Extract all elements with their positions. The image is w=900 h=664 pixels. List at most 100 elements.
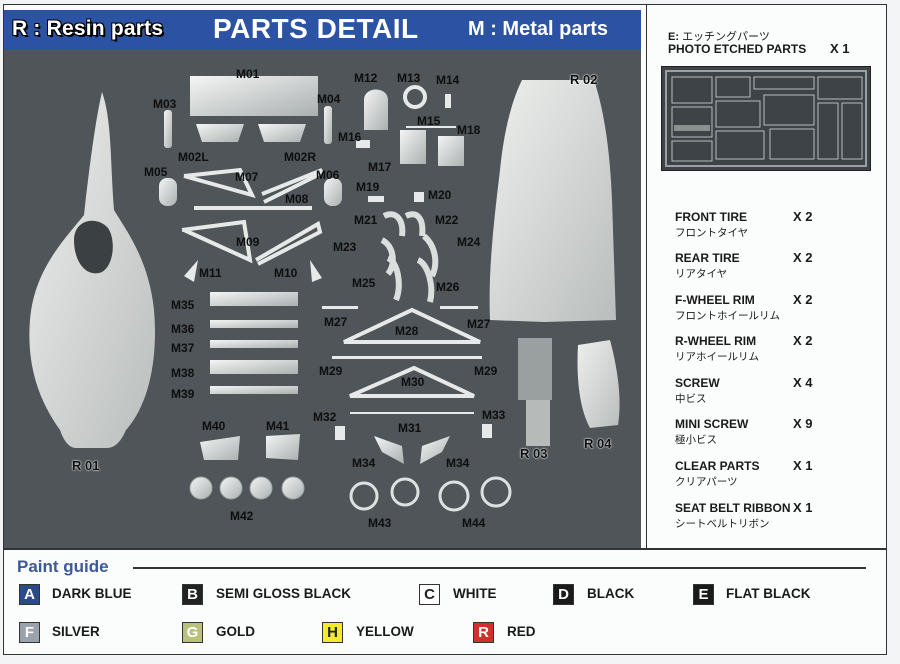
item-clear-parts-jp: クリアパーツ: [675, 476, 738, 488]
parts-photo: M01 M12 M13 M14 R 02 M03 M04 M15 M18 M16…: [4, 50, 641, 548]
metal-parts-legend: M : Metal parts: [468, 18, 609, 40]
item-screw-jp: 中ビス: [675, 393, 707, 405]
label-m28: M28: [395, 324, 419, 338]
item-mini-screw-qty: X 9: [793, 416, 813, 431]
paint-swatch-d: D: [553, 584, 574, 605]
m12-part-shape: [364, 89, 388, 130]
m37-part-shape: [210, 340, 298, 348]
m07-part-shape: [183, 167, 324, 204]
m11-part-shape: [184, 260, 198, 282]
m21-m26-uprights-shape: [380, 211, 439, 303]
label-m18: M18: [457, 123, 481, 137]
paint-guide-title: Paint guide: [17, 557, 109, 576]
label-m43: M43: [368, 516, 392, 530]
label-r01: R 01: [72, 458, 100, 473]
item-seat-belt-name: SEAT BELT RIBBON: [675, 501, 791, 515]
item-clear-parts-qty: X 1: [793, 458, 813, 473]
label-m21: M21: [354, 213, 378, 227]
label-m06: M06: [316, 168, 340, 182]
paint-swatch-b: B: [182, 584, 203, 605]
label-m12: M12: [354, 71, 378, 85]
item-f-wheel-rim-name: F-WHEEL RIM: [675, 293, 755, 307]
parts-illustration: [29, 76, 620, 512]
m39-part-shape: [210, 386, 298, 394]
item-front-tire-jp: フロントタイヤ: [675, 227, 749, 239]
label-m05: M05: [144, 165, 168, 179]
paint-name-red: RED: [507, 624, 536, 639]
label-m19: M19: [356, 180, 380, 194]
m03-part-shape: [164, 110, 172, 148]
resin-parts-legend: R : Resin parts: [12, 17, 164, 40]
paint-swatch-a: A: [19, 584, 40, 605]
m13-part-shape: [403, 85, 427, 109]
m18-part-shape: [438, 136, 464, 166]
r01-cockpit-shape: [74, 220, 113, 274]
m36-part-shape: [210, 320, 298, 328]
item-clear-parts-name: CLEAR PARTS: [675, 459, 760, 473]
paint-name-silver: SILVER: [52, 624, 100, 639]
label-m17: M17: [368, 160, 392, 174]
label-m22: M22: [435, 213, 459, 227]
photo-etched-title: PHOTO ETCHED PARTS: [668, 42, 807, 56]
item-rear-tire-jp: リアタイヤ: [675, 268, 728, 280]
paint-swatch-r: R: [473, 622, 494, 643]
m08-part-shape: [194, 206, 312, 210]
paint-swatch-h: H: [322, 622, 343, 643]
item-mini-screw-jp: 極小ビス: [675, 434, 717, 446]
m41-part-shape: [266, 434, 300, 460]
parts-list-panel: [646, 4, 886, 548]
m17-part-shape: [400, 130, 426, 164]
m27-left-shape: [322, 306, 358, 309]
m14-part-shape: [445, 94, 451, 108]
m31-part-shape: [350, 412, 474, 414]
r04-seat-shape: [577, 340, 620, 428]
photo-etched-code: E:: [668, 31, 679, 43]
paint-name-white: WHITE: [453, 586, 497, 601]
paint-name-black: BLACK: [587, 586, 635, 601]
photo-etched-sheet-image: [661, 66, 871, 171]
m35-part-shape: [210, 292, 298, 306]
photo-etched-jp-label: E: エッチングパーツ: [668, 28, 770, 44]
item-f-wheel-rim-qty: X 2: [793, 292, 813, 307]
paint-name-semi-gloss-black: SEMI GLOSS BLACK: [216, 586, 352, 601]
label-m09: M09: [236, 235, 260, 249]
paint-swatch-g: G: [182, 622, 203, 643]
m42-part-shape: [189, 476, 305, 500]
photo-etched-jp-text: エッチングパーツ: [682, 31, 770, 43]
label-m01: M01: [236, 67, 260, 81]
paint-swatch-e: E: [693, 584, 714, 605]
m29-part-shape: [332, 356, 482, 359]
m02l-part-shape: [196, 124, 244, 142]
r02-undertray-shape: [489, 80, 616, 322]
m06-part-shape: [324, 178, 342, 206]
photo-etched-sheet-illustration: [665, 70, 867, 167]
paint-name-dark-blue: DARK BLUE: [52, 586, 132, 601]
item-front-tire-qty: X 2: [793, 209, 813, 224]
m40-part-shape: [200, 436, 240, 460]
item-mini-screw-name: MINI SCREW: [675, 417, 749, 431]
m09-part-shape: [181, 219, 323, 266]
label-m31: M31: [398, 421, 422, 435]
m01-part-shape: [190, 76, 318, 116]
label-m07: M07: [235, 170, 259, 184]
label-m34-left: M34: [352, 456, 376, 470]
m34-right-shape: [420, 436, 450, 464]
label-m10: M10: [274, 266, 298, 280]
item-front-tire-name: FRONT TIRE: [675, 210, 747, 224]
label-m08: M08: [285, 192, 309, 206]
r03-engine-shape: [518, 338, 552, 400]
m43-part-shape: [349, 477, 420, 511]
label-m14: M14: [436, 73, 460, 87]
label-m29-right: M29: [474, 364, 498, 378]
m05-part-shape: [159, 178, 177, 206]
label-m13: M13: [397, 71, 421, 85]
label-r03: R 03: [520, 446, 548, 461]
m34-left-shape: [374, 436, 404, 464]
label-m29-left: M29: [319, 364, 343, 378]
label-m36: M36: [171, 322, 195, 336]
item-f-wheel-rim-jp: フロントホイールリム: [675, 310, 780, 322]
m38-part-shape: [210, 360, 298, 374]
label-m34-right: M34: [446, 456, 470, 470]
label-m39: M39: [171, 387, 195, 401]
item-r-wheel-rim-qty: X 2: [793, 333, 813, 348]
